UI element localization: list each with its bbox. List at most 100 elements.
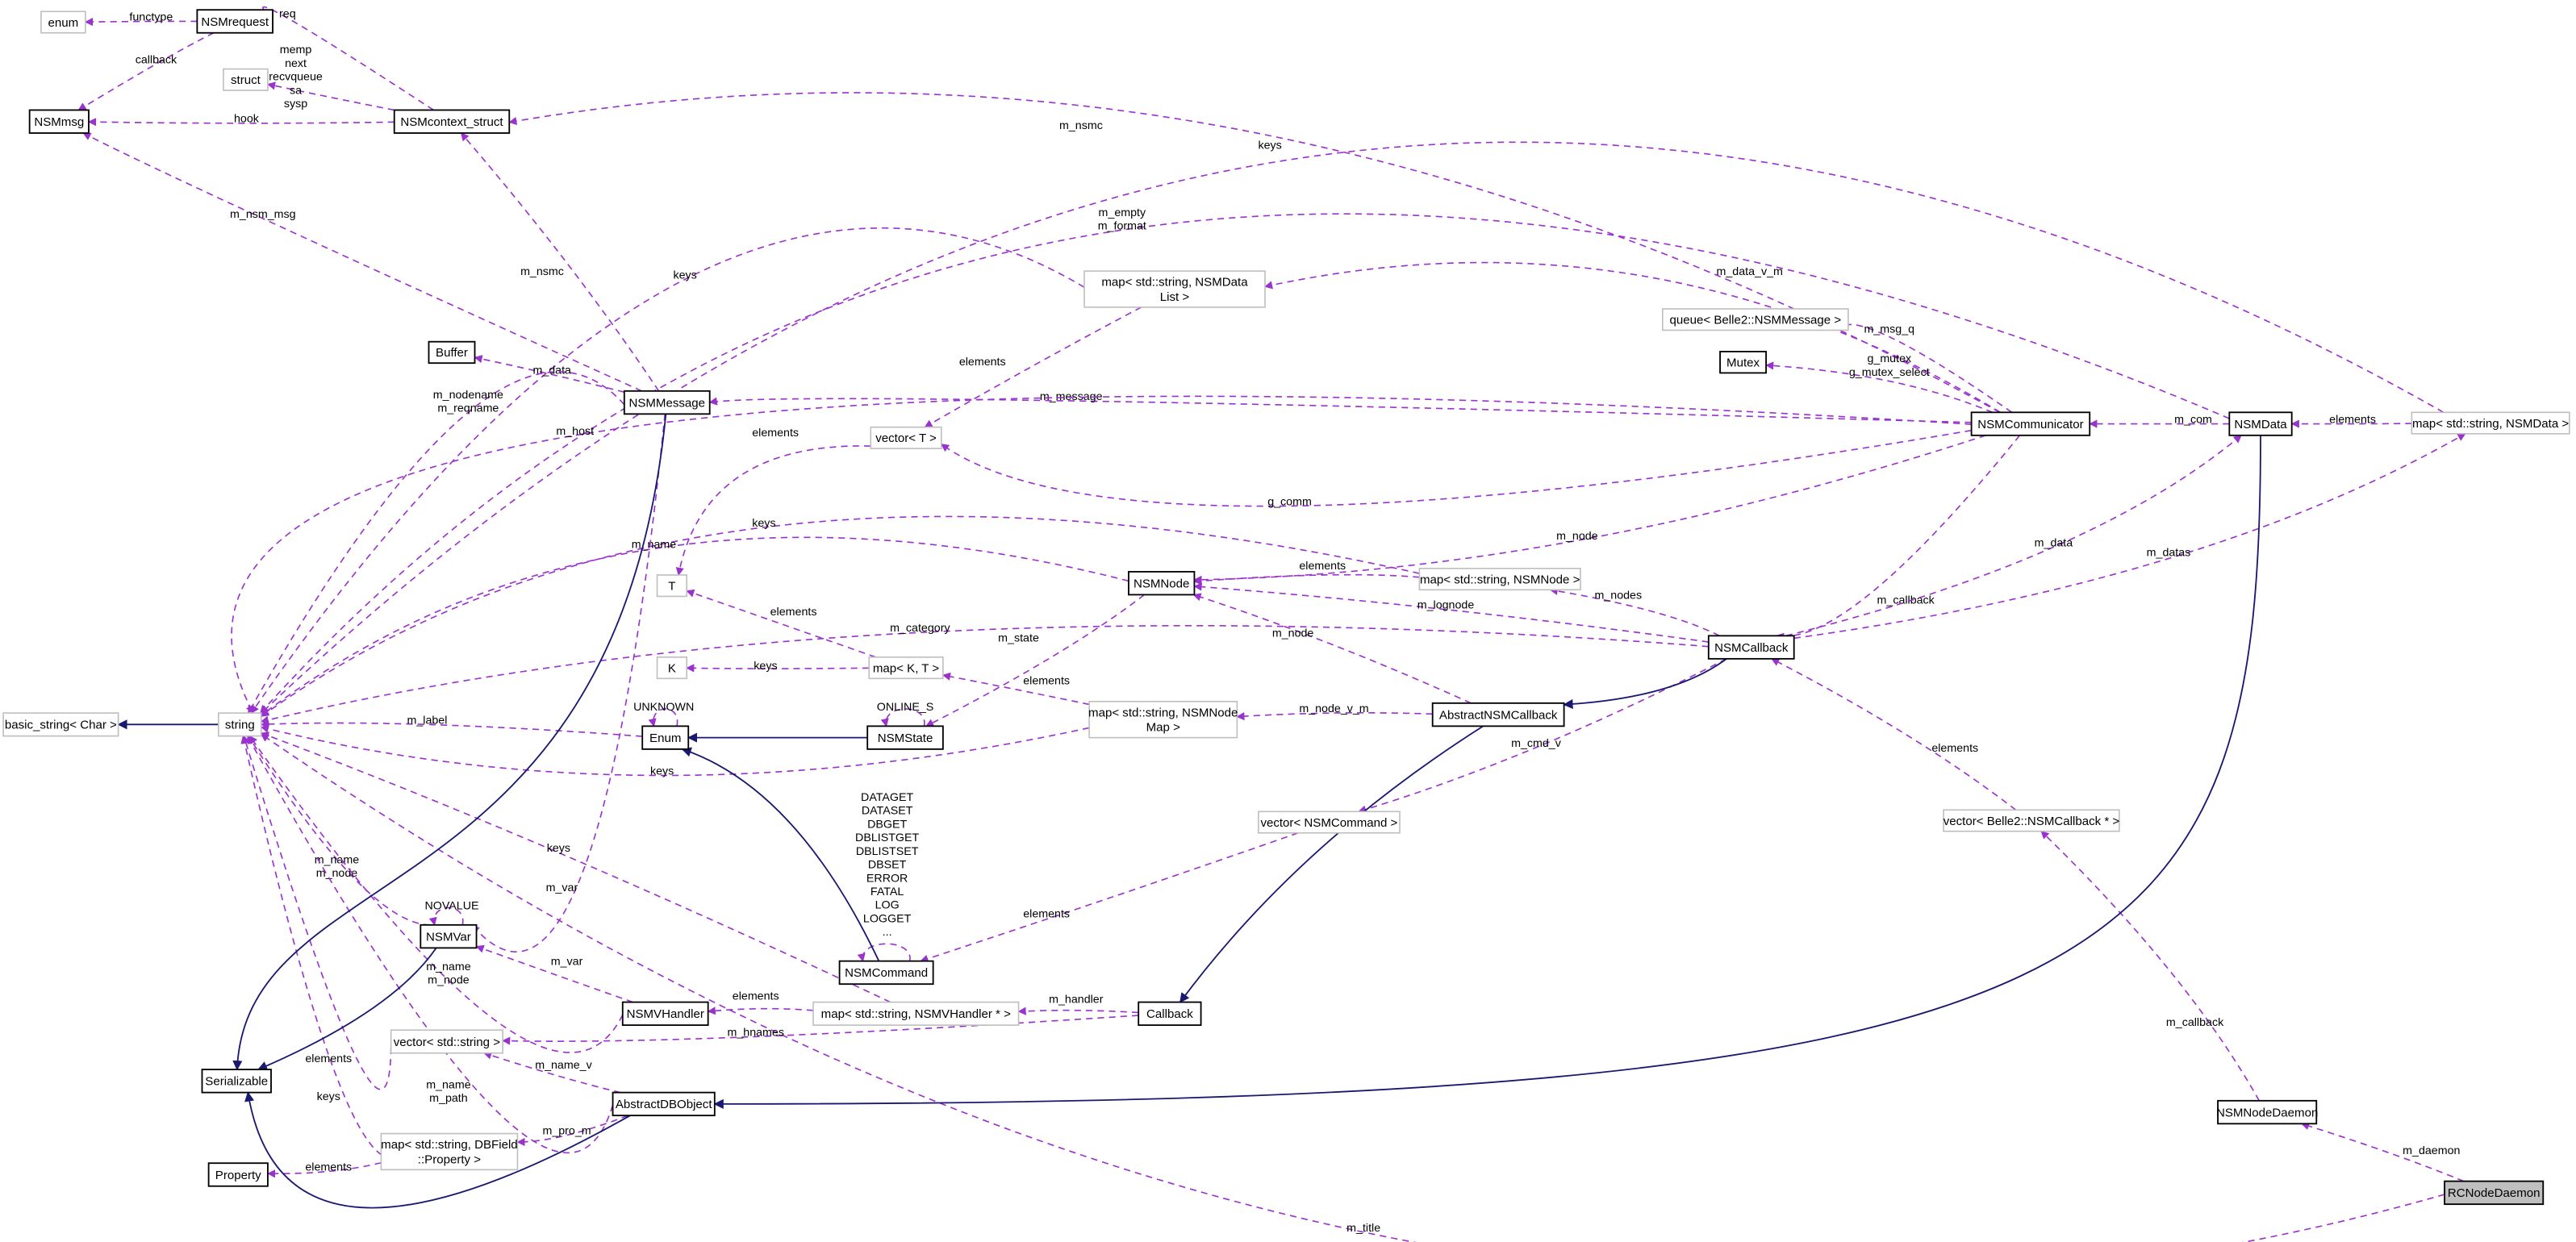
edge-label: m_format xyxy=(1098,220,1146,233)
node-map-dbfield[interactable]: map< std::string, DBField::Property > xyxy=(380,1132,519,1171)
node-vector-cb[interactable]: vector< Belle2::NSMCallback * > xyxy=(1943,809,2120,832)
node-box xyxy=(393,109,511,134)
edge-label: m_callback xyxy=(2166,1016,2224,1029)
node-box xyxy=(2228,411,2293,436)
node-enum[interactable]: enum xyxy=(40,10,86,34)
node-struct[interactable]: struct xyxy=(223,68,269,91)
edge-label: m_nodes xyxy=(1594,589,1642,602)
node-map-vh[interactable]: map< std::string, NSMVHandler * > xyxy=(812,1001,1020,1026)
node-label: NSMMessage xyxy=(628,396,705,410)
node-box xyxy=(2444,1180,2545,1206)
node-buffer[interactable]: Buffer xyxy=(428,340,476,365)
usage-edge-line xyxy=(262,6,434,111)
node-box xyxy=(207,1162,269,1187)
edge-label: DBGET xyxy=(867,818,907,831)
node-nsmrequest[interactable]: NSMrequest xyxy=(196,9,273,34)
node-nsmcommunicator[interactable]: NSMCommunicator xyxy=(1970,411,2091,436)
node-label: map< std::string, NSMData xyxy=(1101,276,1248,290)
usage-edge-line xyxy=(475,944,633,1003)
node-abstractnsmcallback[interactable]: AbstractNSMCallback xyxy=(1431,702,1565,727)
edge-abstractdbobject-to-map-dbfield: m_pro_m xyxy=(516,1115,628,1147)
edge-label: m_title xyxy=(1346,1222,1380,1235)
node-map-nsmnode[interactable]: map< std::string, NSMNode > xyxy=(1418,568,1581,591)
usage-edge-line xyxy=(1193,435,1986,584)
node-nsmvar[interactable]: NSMVar xyxy=(420,923,478,949)
node-map-nsmdata[interactable]: map< std::string, NSMData > xyxy=(2411,411,2570,435)
usage-edge-line xyxy=(1358,658,1727,814)
usage-edge-line xyxy=(250,227,1085,714)
node-basic-string[interactable]: basic_string< Char > xyxy=(2,712,119,737)
node-abstractdbobject[interactable]: AbstractDBObject xyxy=(612,1091,716,1117)
usage-edge-line xyxy=(707,1007,814,1015)
node-callback[interactable]: Callback xyxy=(1138,1001,1202,1027)
edge-mapkt-to-k: keys xyxy=(686,660,870,673)
edge-label: DATAGET xyxy=(861,791,913,804)
edge-map-nsmnode-to-string: keys xyxy=(260,515,1420,718)
node-box xyxy=(838,960,934,986)
node-box xyxy=(1943,809,2120,832)
node-label: NSMmsg xyxy=(34,115,84,129)
edge-nsmvar-to-serializable xyxy=(257,947,437,1071)
node-box xyxy=(621,1001,709,1027)
node-box xyxy=(390,1029,503,1054)
node-enum[interactable]: Enum xyxy=(641,725,690,750)
node-serializable[interactable]: Serializable xyxy=(201,1069,272,1094)
node-vector-str[interactable]: vector< std::string > xyxy=(390,1029,503,1054)
edge-nsmmessage-to-nsmmsg: m_nsm_msg xyxy=(82,132,642,392)
edge-callback-to-vector-str: m_hnames xyxy=(502,1015,1139,1045)
node-string[interactable]: string xyxy=(218,712,262,737)
edge-nsmrequest-to-nsmmsg: callback xyxy=(77,32,215,111)
edge-label: keys xyxy=(754,660,777,673)
edge-label: m_node xyxy=(1272,627,1314,640)
edge-nsmdata-to-abstractdbobject xyxy=(713,435,2261,1109)
node-nsmcallback[interactable]: NSMCallback xyxy=(1707,635,1795,660)
edge-label: m_com xyxy=(2174,414,2212,427)
usage-edge-line xyxy=(82,132,642,392)
edge-nsmvhandler-to-nsmvar: m_var xyxy=(475,944,633,1003)
node-nsmcommand[interactable]: NSMCommand xyxy=(838,960,934,986)
node-box xyxy=(201,1069,272,1094)
usage-edge-line xyxy=(516,1115,628,1147)
node-rcnodedaemon[interactable]: RCNodeDaemon xyxy=(2444,1180,2545,1206)
node-label: NSMrequest xyxy=(201,15,269,29)
node-nsmmsg[interactable]: NSMmsg xyxy=(28,109,90,134)
node-nsmcontext-struct[interactable]: NSMcontext_struct xyxy=(393,109,511,134)
node-label: NSMCommand xyxy=(845,966,928,980)
usage-edge-line xyxy=(260,724,1090,777)
node-nsmstate[interactable]: NSMState xyxy=(866,725,944,750)
usage-edge-line xyxy=(686,589,876,658)
edge-nsmcallback-to-nsmnode: m_lognode xyxy=(1193,582,1709,643)
node-vectort[interactable]: vector< T > xyxy=(870,426,942,449)
edge-label: m_lognode xyxy=(1417,599,1475,612)
edge-label: m_label xyxy=(407,714,448,727)
node-box xyxy=(1258,811,1401,834)
node-nsmnodedaemon[interactable]: NSMNodeDaemon xyxy=(2216,1099,2318,1125)
node-mapkt[interactable]: map< K, T > xyxy=(868,656,944,680)
node-box xyxy=(1083,270,1266,308)
edge-label: m_nsmc xyxy=(520,265,564,278)
node-property[interactable]: Property xyxy=(207,1162,269,1187)
node-vector-cmd[interactable]: vector< NSMCommand > xyxy=(1258,811,1401,834)
usage-edge-line xyxy=(925,594,1145,727)
node-nsmnode[interactable]: NSMNode xyxy=(1128,570,1196,596)
usage-edge-line xyxy=(1837,321,2013,413)
node-nsmvhandler[interactable]: NSMVHandler xyxy=(621,1001,709,1027)
node-box xyxy=(2,712,119,737)
node-t[interactable]: T xyxy=(656,574,688,598)
node-nsmdata[interactable]: NSMData xyxy=(2228,411,2293,436)
node-box xyxy=(196,9,273,34)
usage-edge-line xyxy=(1549,586,1720,637)
node-nsmmessage[interactable]: NSMMessage xyxy=(623,390,711,415)
node-k[interactable]: K xyxy=(656,656,688,680)
usage-edge-line xyxy=(1192,593,1472,704)
usage-edge-line xyxy=(1236,712,1433,721)
node-mutex[interactable]: Mutex xyxy=(1719,351,1767,374)
edge-vectort-to-t: elements xyxy=(675,427,871,576)
node-queue-msg[interactable]: queue< Belle2::NSMMessage > xyxy=(1661,308,1849,331)
node-box xyxy=(656,574,688,598)
edge-label: keys xyxy=(1258,139,1281,152)
